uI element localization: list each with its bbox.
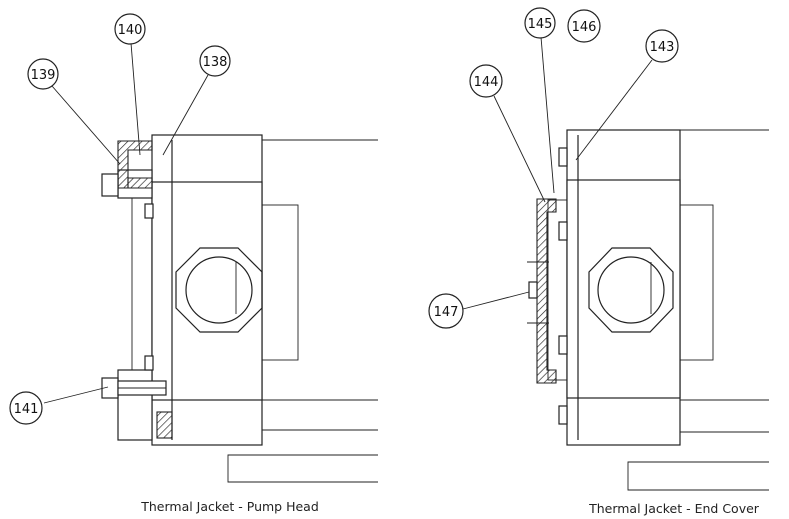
callout-138: 138 <box>203 55 228 70</box>
callout-146: 146 <box>572 20 597 35</box>
callout-141: 141 <box>14 402 39 417</box>
end-cover-view <box>527 129 769 491</box>
callout-145: 145 <box>528 17 553 32</box>
callout-147: 147 <box>434 305 459 320</box>
caption-end-cover: Thermal Jacket - End Cover <box>588 501 760 516</box>
caption-pump-head: Thermal Jacket - Pump Head <box>140 499 319 514</box>
callout-143: 143 <box>650 40 675 55</box>
callout-144: 144 <box>474 75 499 90</box>
callout-139: 139 <box>31 68 56 83</box>
callout-140: 140 <box>118 23 143 38</box>
pump-head-view <box>101 134 378 483</box>
callouts: 140 139 138 141 145 146 143 144 147 <box>9 7 679 425</box>
